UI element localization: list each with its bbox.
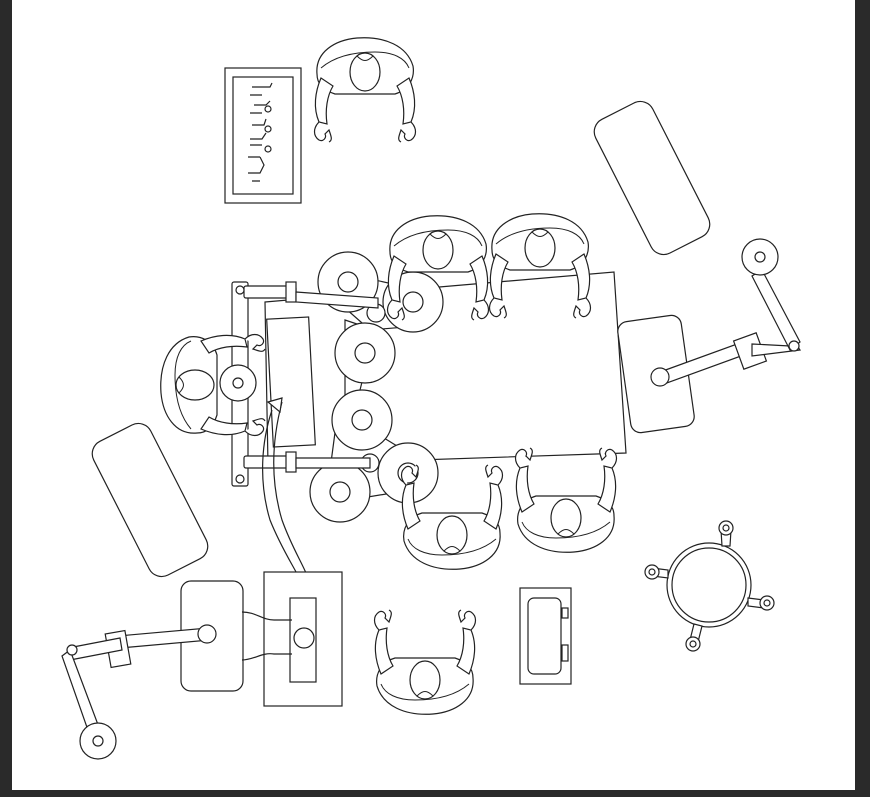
hose-line [262,409,301,581]
instrument-tray [224,67,302,204]
surgical-light-head-3 [334,322,396,384]
head-frame [219,281,379,487]
boom-right [617,238,802,434]
round-stool [644,520,775,652]
person-bottom-3 [373,609,477,715]
person-bottom-2 [514,447,618,553]
surgical-light-head-6 [309,461,371,523]
side-table-top-right [593,100,711,256]
boom-bottom-left [61,580,244,760]
surgical-instruments [248,82,273,182]
anesthesia-machine [241,571,343,707]
side-table-bottom-left [91,422,209,578]
small-cart [519,587,572,685]
person-top-1 [313,37,417,143]
surgical-light-head-4 [331,389,393,451]
